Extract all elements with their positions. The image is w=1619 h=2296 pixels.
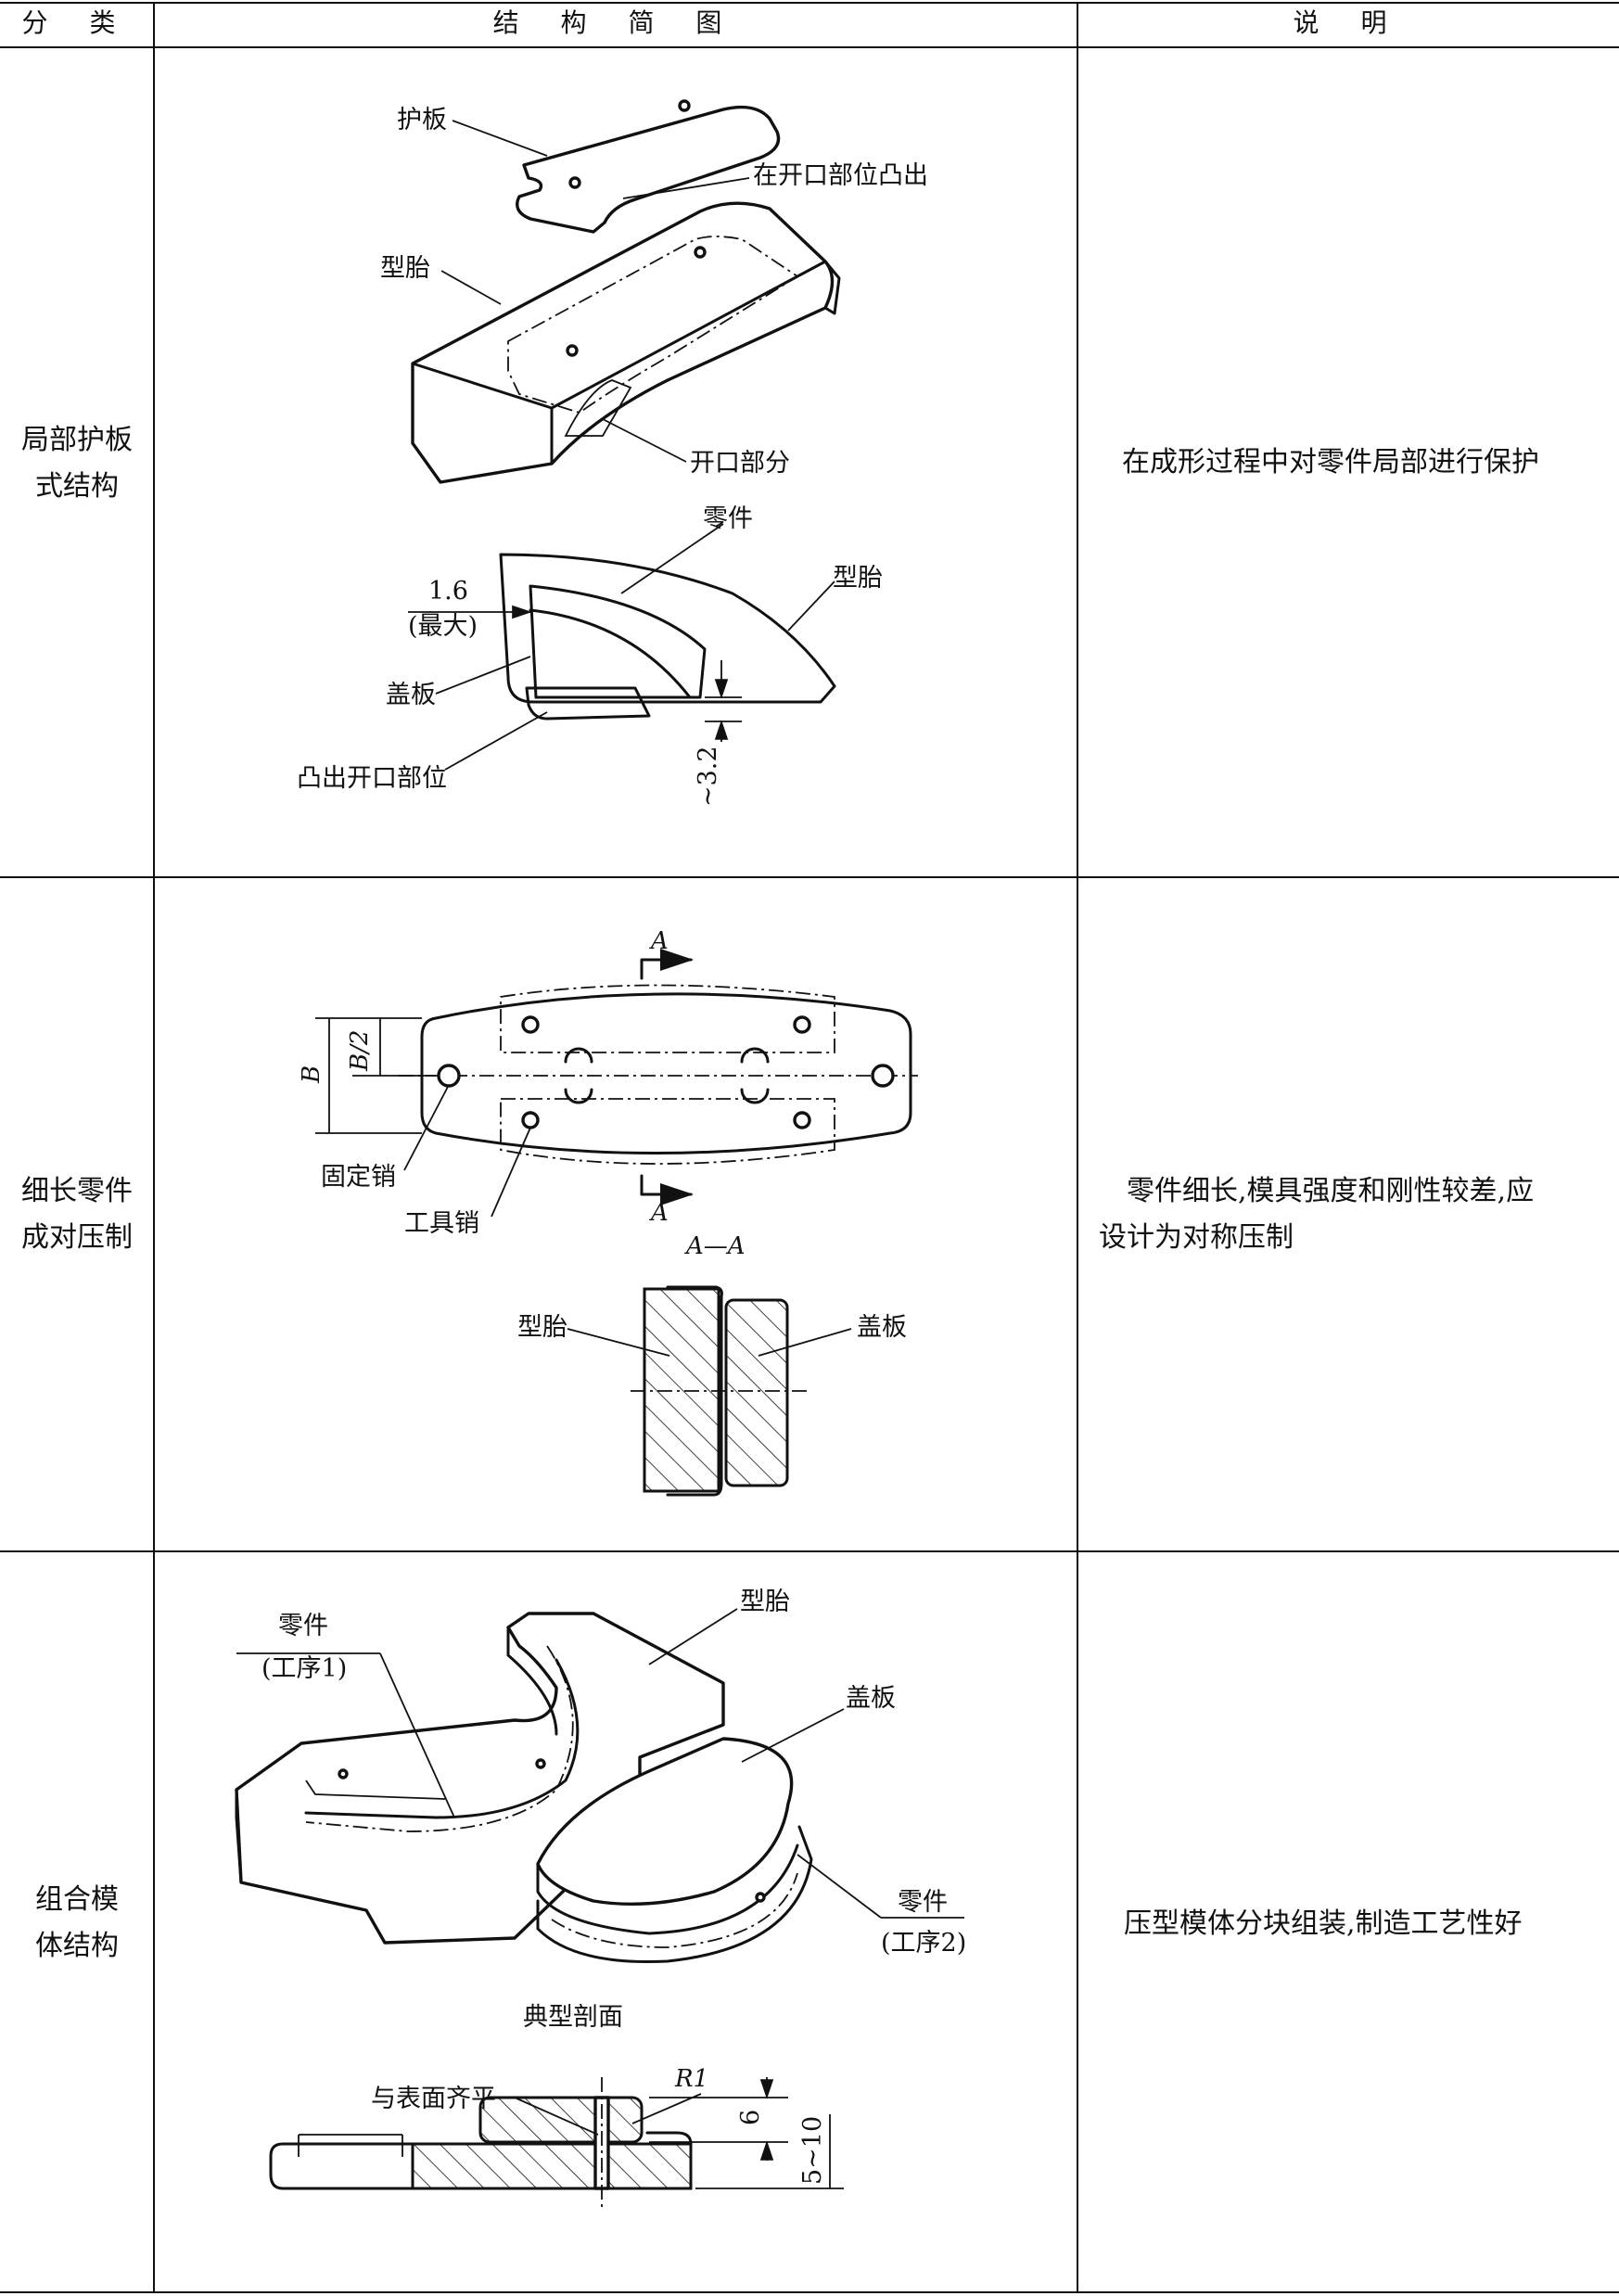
label-dim-b-half: B/2 [346,1030,374,1072]
section-upper-block [478,2096,644,2144]
u-form-block [235,1612,725,1945]
label-tool-pin: 工具销 [404,1209,479,1238]
aa-cover-plate-section [724,1298,789,1487]
label-dim-note: (最大) [408,612,478,641]
form-block-shape [411,201,835,484]
label-fixed-pin: 固定销 [321,1163,396,1192]
label-section-mark-top: A [649,927,669,955]
label-part-step2: 零件 [898,1888,948,1917]
aa-form-block-section [643,1287,720,1493]
label-dim-small: ~3.2 [694,746,722,807]
header-description: 说 明 [1294,7,1404,38]
row2-description-line1: 零件细长,模具强度和刚性较差,应 [1127,1175,1534,1207]
label-radius: R1 [674,2065,708,2093]
row1-description: 在成形过程中对零件局部进行保护 [1122,446,1539,478]
section-lower-block [411,2142,693,2190]
label-section-mark-bottom: A [649,1199,669,1227]
label-cover-plate-aa: 盖板 [857,1313,907,1342]
row3-diagram [235,1612,844,2207]
label-part-step1: 零件 [278,1612,328,1640]
label-protrude-opening-position: 凸出开口部位 [297,764,447,793]
label-form-block-2: 型胎 [833,564,883,593]
label-typical-section: 典型剖面 [523,2003,623,2032]
section-form-block [499,553,836,704]
row3-leaders [236,1608,964,2136]
label-guard-plate: 护板 [397,106,447,134]
label-form-block: 型胎 [380,254,430,283]
label-part: 零件 [703,504,753,533]
semi-disc-cover-plate [536,1737,794,1907]
label-dim-6: 6 [736,2110,765,2125]
label-dim-5-10: 5~10 [798,2116,827,2185]
label-form-block-aa: 型胎 [517,1313,567,1342]
row1-category-line2: 式结构 [35,470,119,503]
row2-category-line2: 成对压制 [21,1221,133,1254]
row3-category-line1: 组合模 [35,1883,119,1916]
label-flush-with-surface: 与表面齐平 [371,2085,496,2113]
label-opening-part: 开口部分 [690,449,790,478]
header-category: 分 类 [22,7,133,38]
section-part [529,584,707,699]
label-protrude-at-opening: 在开口部位凸出 [753,161,928,190]
header-diagram: 结 构 简 图 [493,7,739,38]
row2-category-line1: 细长零件 [21,1175,133,1207]
row2-diagram [315,949,918,1497]
row1-category-line1: 局部护板 [21,424,133,456]
label-step1: (工序1) [261,1654,347,1683]
row2-description-line2: 设计为对称压制 [1099,1221,1294,1254]
row1-diagram [408,99,841,742]
label-section-title: A—A [684,1232,746,1260]
label-cover-plate: 盖板 [386,681,436,709]
guard-plate-shape [516,105,781,234]
label-dim-value: 1.6 [428,577,468,606]
row3-description: 压型模体分块组装,制造工艺性好 [1124,1907,1523,1940]
label-form-block-r3: 型胎 [740,1588,790,1616]
slender-plate-outline [420,992,912,1154]
label-cover-plate-r3: 盖板 [846,1684,896,1713]
label-step2: (工序2) [881,1929,966,1958]
row3-category-line2: 体结构 [35,1930,119,1962]
row2-leaders [403,1084,852,1357]
row1-leaders [435,120,835,771]
label-dim-b: B [298,1065,325,1084]
